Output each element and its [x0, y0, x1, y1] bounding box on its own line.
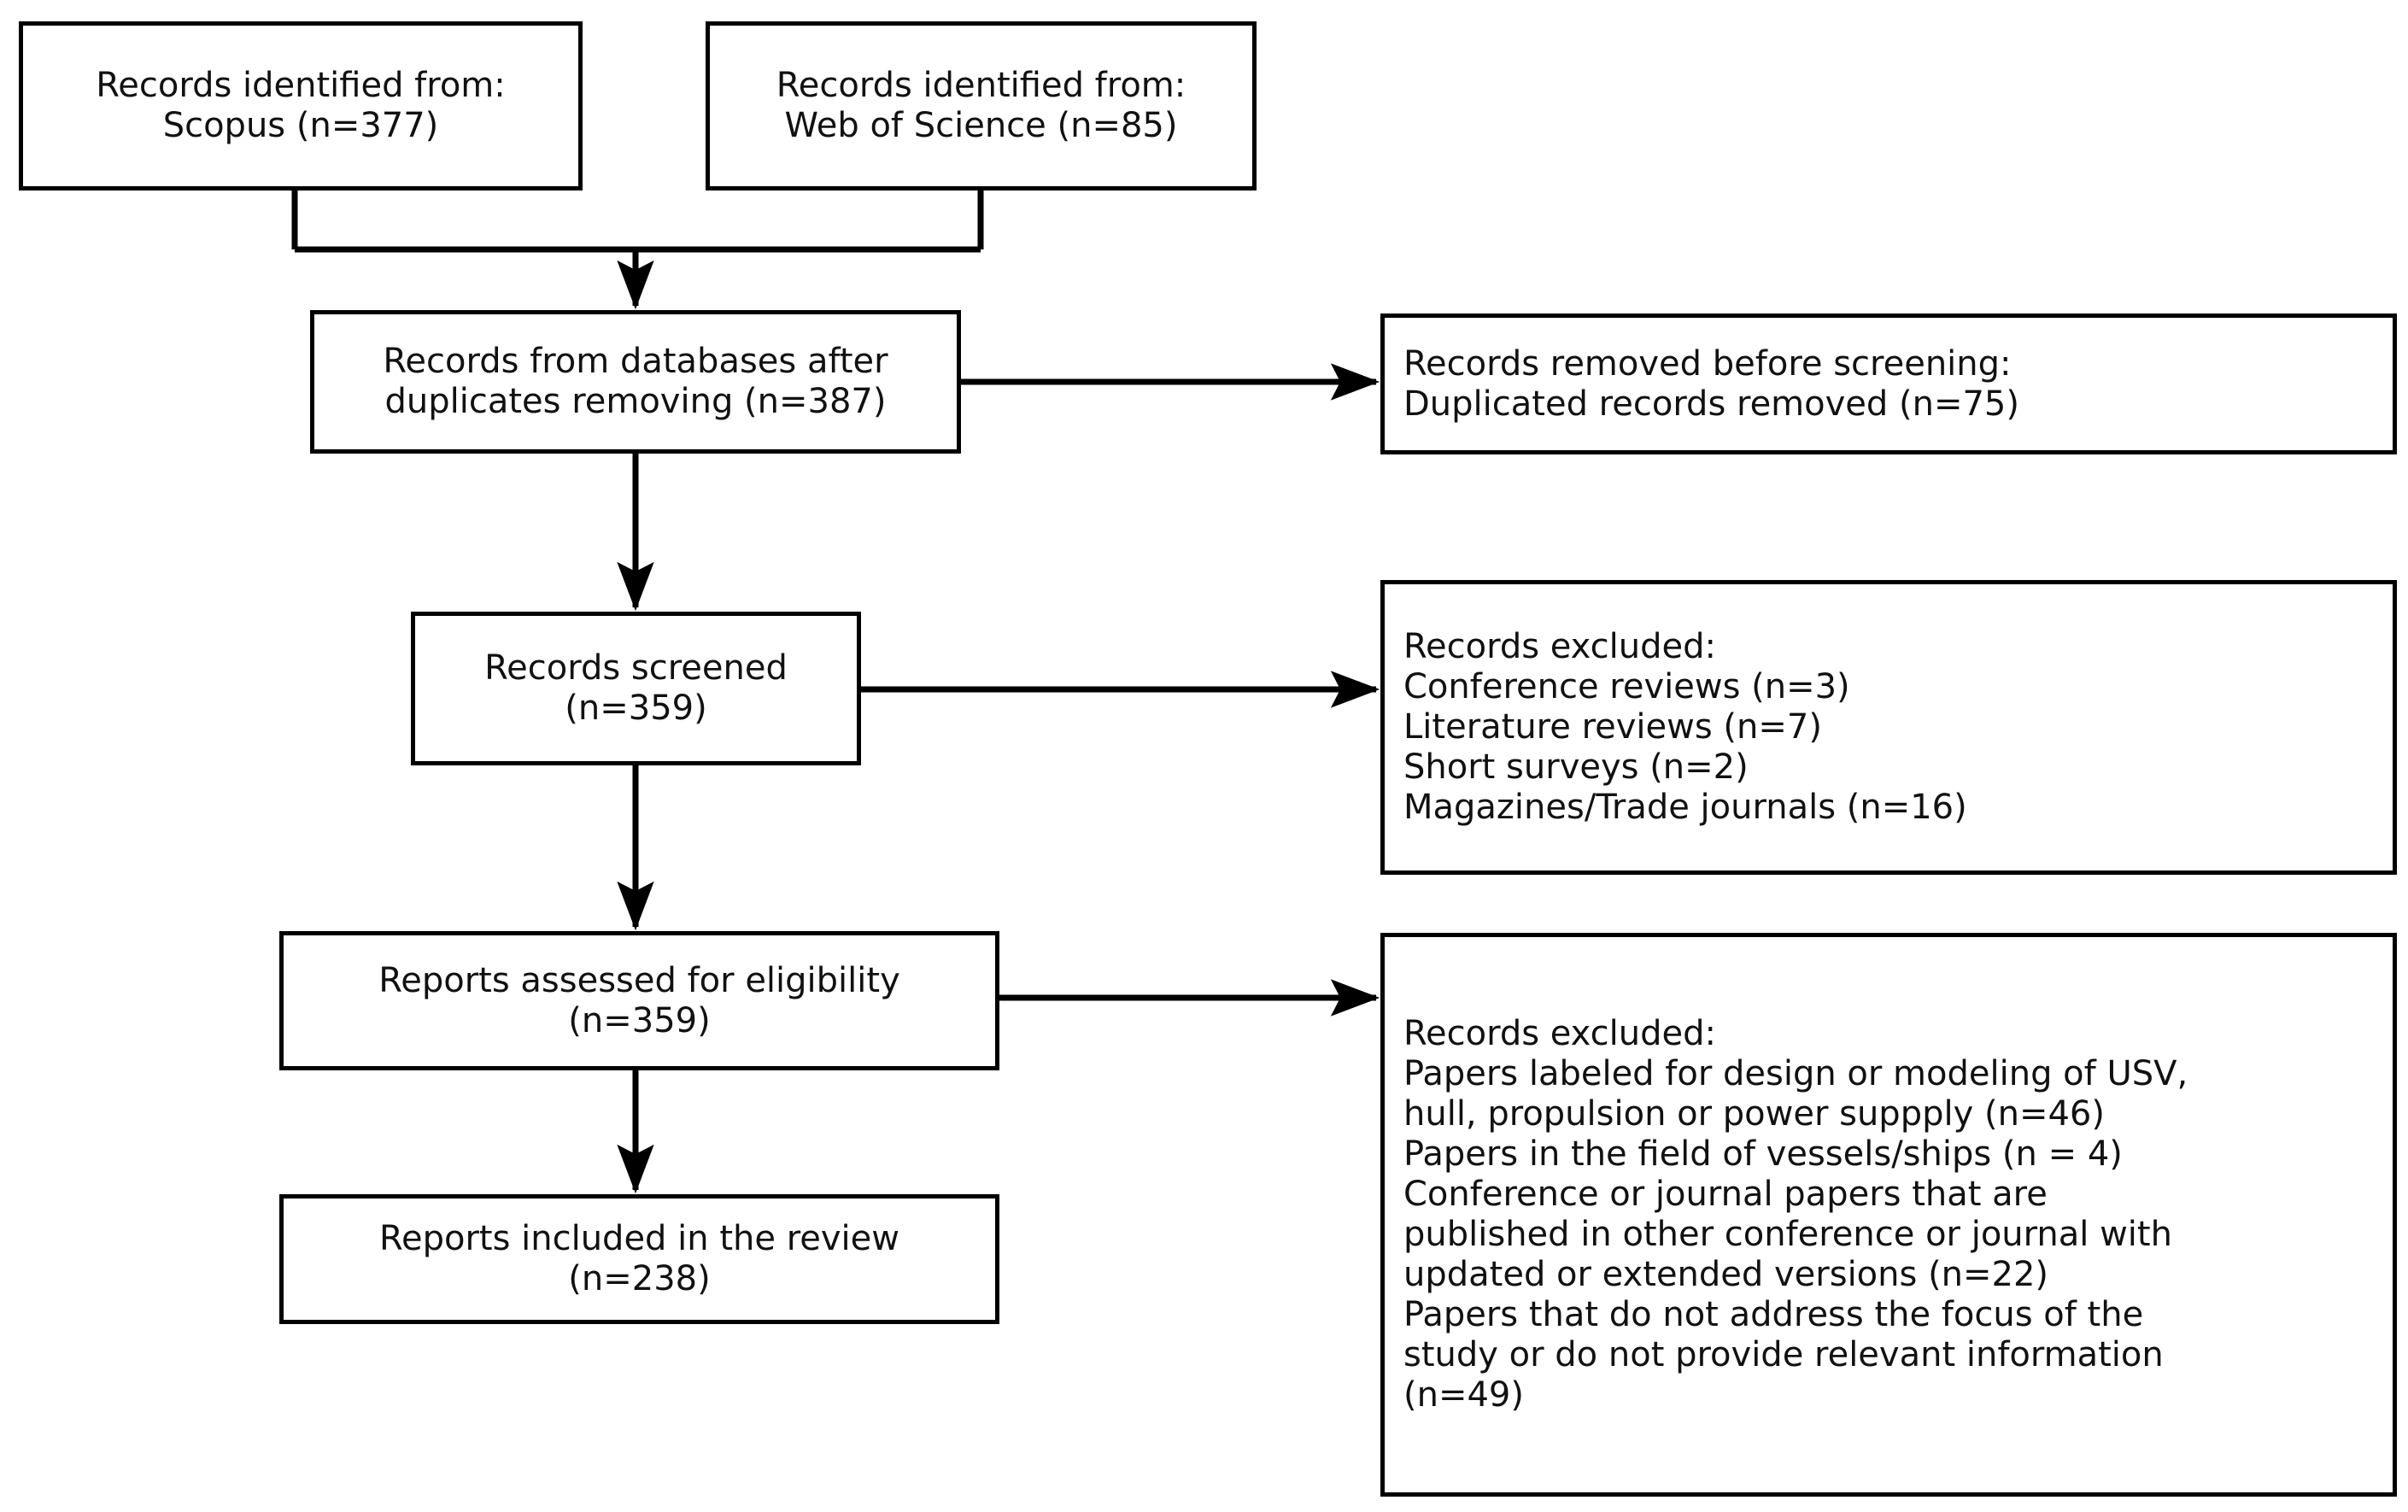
- box-records-screened-text: Records screened (n=359): [484, 648, 788, 728]
- box-records-removed-before-screening: Records removed before screening: Duplic…: [1380, 314, 2397, 454]
- box-reports-assessed-for-eligibility-text: Reports assessed for eligibility (n=359): [378, 960, 900, 1040]
- box-records-excluded-screening-text: Records excluded: Conference reviews (n=…: [1403, 627, 1967, 827]
- box-records-excluded-screening: Records excluded: Conference reviews (n=…: [1380, 580, 2397, 875]
- box-reports-assessed-for-eligibility: Reports assessed for eligibility (n=359): [279, 931, 999, 1070]
- box-records-removed-before-screening-text: Records removed before screening: Duplic…: [1403, 343, 2019, 424]
- box-records-excluded-eligibility: Records excluded: Papers labeled for des…: [1380, 933, 2397, 1497]
- box-records-screened: Records screened (n=359): [411, 612, 861, 765]
- box-records-identified-web-of-science-text: Records identified from: Web of Science …: [776, 66, 1186, 145]
- box-records-identified-scopus-text: Records identified from: Scopus (n=377): [96, 66, 506, 145]
- box-records-excluded-eligibility-text: Records excluded: Papers labeled for des…: [1403, 1014, 2188, 1415]
- box-reports-included-in-review-text: Reports included in the review (n=238): [378, 1219, 899, 1298]
- box-records-after-duplicates-removed-text: Records from databases after duplicates …: [383, 342, 888, 421]
- box-reports-included-in-review: Reports included in the review (n=238): [279, 1194, 999, 1324]
- box-records-after-duplicates-removed: Records from databases after duplicates …: [310, 310, 961, 454]
- box-records-identified-web-of-science: Records identified from: Web of Science …: [706, 21, 1257, 190]
- box-records-identified-scopus: Records identified from: Scopus (n=377): [19, 21, 583, 190]
